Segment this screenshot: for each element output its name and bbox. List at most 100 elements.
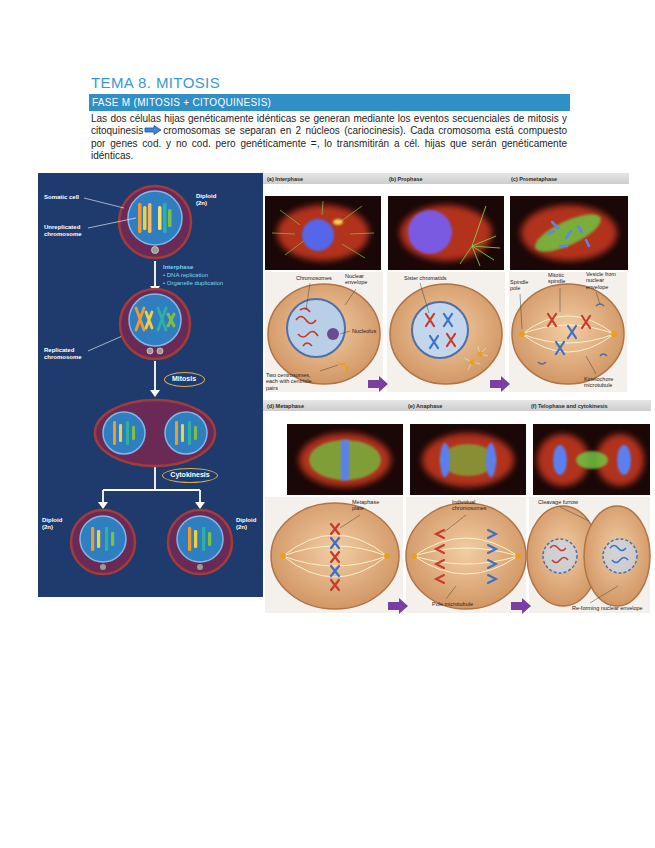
dividing-cell — [188, 421, 191, 445]
metaphase-cell — [331, 538, 339, 548]
node-text: Cytokinesis — [170, 471, 209, 479]
leader-line — [444, 515, 466, 532]
metaphase-cell — [283, 535, 387, 577]
flow-arrow — [102, 490, 104, 502]
part-label: Sister chromatids — [404, 275, 447, 281]
replicated-cell — [147, 348, 153, 354]
part-label: Mitotic spindle — [548, 272, 576, 285]
daughter-cell — [168, 510, 232, 574]
phase-oval: Mitosis — [164, 372, 205, 387]
somatic-cell — [168, 209, 172, 227]
prophase-cell — [447, 334, 455, 346]
daughter-cell — [100, 564, 106, 570]
micrograph — [341, 440, 349, 480]
drawing-ground — [406, 497, 526, 613]
metaphase-cell — [280, 553, 286, 559]
prophase-cell — [464, 346, 488, 370]
metaphase-cell — [271, 503, 399, 609]
panel-header: (e) Anaphase — [404, 400, 527, 411]
micrograph — [272, 201, 374, 258]
prometaphase-cell — [519, 331, 525, 337]
replicated-cell — [136, 308, 144, 330]
leader-line — [560, 288, 561, 312]
node-text: (e) Anaphase — [408, 403, 442, 409]
panel-header: (b) Prophase — [385, 173, 507, 184]
leader-line — [590, 586, 618, 603]
sequence-arrow — [368, 376, 388, 392]
prophase-cell — [390, 284, 502, 384]
interphase-cell — [339, 363, 345, 365]
somatic-cell — [163, 203, 167, 233]
replicated-cell — [120, 289, 190, 359]
ploidy-label: Diploid (2n) — [42, 517, 68, 531]
prophase-cell — [412, 302, 468, 358]
micrograph — [521, 205, 617, 261]
daughter-cell — [177, 516, 223, 562]
somatic-cell — [152, 247, 159, 254]
dividing-cell — [181, 424, 184, 442]
replicated-cell — [120, 289, 190, 359]
daughter-cell — [71, 510, 232, 574]
flow-arrow — [199, 490, 201, 502]
phase-oval: Cytokinesis — [162, 468, 218, 483]
leader-line — [446, 586, 456, 599]
flow-arrow — [154, 467, 156, 490]
part-label: Spindle pole — [510, 279, 536, 292]
inline-arrow — [145, 126, 161, 135]
metaphase-cell — [331, 552, 339, 562]
micrograph — [422, 433, 514, 487]
sequence-arrow — [511, 598, 531, 614]
replicated-cell — [146, 312, 152, 328]
telophase-cell — [527, 506, 650, 606]
drawing-ground — [265, 272, 383, 392]
telophase-cell — [543, 539, 577, 573]
somatic-cell — [119, 186, 191, 258]
part-label: Vesicle from nuclear envelope — [586, 271, 626, 290]
panel-header: (d) Metaphase — [263, 400, 404, 411]
metaphase-cell — [331, 580, 339, 590]
leader-line — [345, 289, 356, 305]
dividing-cell — [119, 424, 122, 442]
inline-arrow — [144, 125, 162, 135]
micrograph — [408, 210, 452, 254]
anaphase-cell — [488, 530, 496, 583]
leader-line — [306, 283, 310, 310]
micrograph — [533, 424, 650, 495]
node-text: FASE M (MITOSIS + CITOQUINESIS) — [92, 97, 271, 108]
replicated-cell — [157, 348, 163, 354]
flow-arrow — [154, 361, 156, 390]
interphase-cell — [268, 284, 380, 384]
prometaphase-cell — [556, 342, 564, 354]
leader-line — [596, 292, 600, 304]
metaphase-cell — [331, 566, 339, 576]
anaphase-cell — [411, 553, 417, 559]
cell-label: Somatic cell — [44, 194, 79, 201]
micrograph — [299, 433, 391, 487]
micrograph — [440, 443, 450, 477]
daughter-cell — [188, 527, 191, 551]
telophase-cell — [610, 546, 628, 563]
prometaphase-cell — [582, 316, 590, 328]
left-panel-ground — [38, 173, 263, 597]
micrograph — [460, 206, 500, 266]
part-label: Cleavage furrow — [538, 499, 578, 505]
interphase-cell — [327, 328, 339, 340]
flow-arrow — [150, 390, 160, 397]
leader-line — [586, 356, 596, 374]
leader-line — [340, 331, 350, 334]
prometaphase-cell — [522, 316, 614, 352]
part-label: Two centrosomes, each with centriole pai… — [266, 372, 324, 391]
replicated-cell — [168, 314, 174, 326]
prometaphase-cell — [512, 284, 624, 384]
prophase-cell — [478, 352, 483, 357]
drawing-ground — [509, 272, 627, 392]
node-text: (b) Prophase — [389, 176, 423, 182]
left-panel-ground — [38, 173, 263, 597]
dividing-cell — [194, 426, 197, 440]
leader-line — [520, 294, 522, 329]
leader-line — [88, 218, 136, 228]
prophase-cell — [426, 314, 434, 326]
leader-line — [340, 515, 360, 528]
micrograph — [287, 424, 403, 495]
micrograph — [265, 196, 381, 270]
